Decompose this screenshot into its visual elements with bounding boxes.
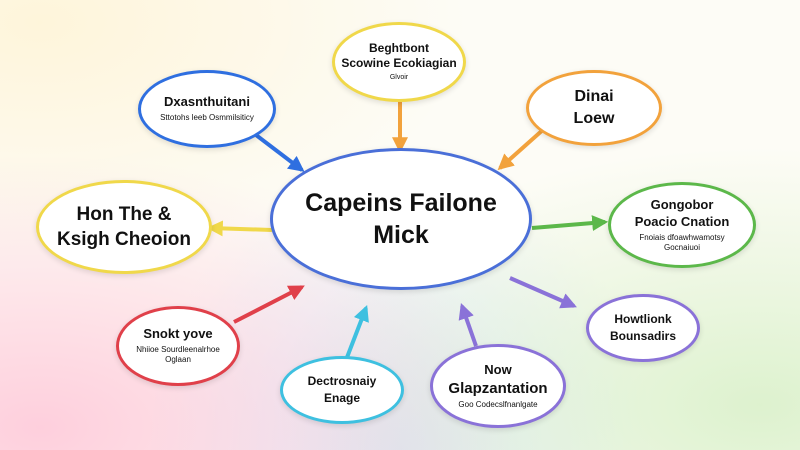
node-right-lower-subtitle: Bounsadirs <box>609 328 676 343</box>
node-right[interactable]: Gongobor Poacio Cnation Fnoiais dfoawhwa… <box>608 182 756 268</box>
node-top-left-subtitle: Sttotohs leeb Osmmilsiticy <box>160 113 254 123</box>
arrow-top-right-to-center <box>497 126 547 171</box>
arrow-top-left-to-center <box>250 130 305 172</box>
node-bottom-right-center[interactable]: Now Glapzantation Goo Codecslfnanlgate <box>430 344 566 428</box>
node-top-left[interactable]: Dxasnthuitani Sttotohs leeb Osmmilsiticy <box>138 70 276 148</box>
node-bottom-center[interactable]: Dectrosnaiy Enage <box>280 356 404 424</box>
node-top-left-title: Dxasnthuitani <box>164 94 250 110</box>
node-right-lower[interactable]: Howtlionk Bounsadirs <box>586 294 700 362</box>
arrow-bottom-right-center-to-center <box>458 302 478 347</box>
node-bottom-right-center-subtitle: Glapzantation <box>448 379 548 397</box>
node-left[interactable]: Hon The & Ksigh Cheoion <box>36 180 212 274</box>
node-top[interactable]: Beghtbont Scowine Ecokiagian Glvoir <box>332 22 466 102</box>
arrow-center-to-left <box>206 220 273 237</box>
node-right-note2: Gocnaiuoi <box>663 242 701 252</box>
arrow-bottom-left-to-center <box>233 285 305 324</box>
node-bottom-right-center-title: Now <box>484 361 512 377</box>
node-bottom-center-title: Dectrosnaiy <box>307 373 377 388</box>
node-bottom-left[interactable]: Snokt yove Nhiioe Sourdleenalrhoe Oglaan <box>116 306 240 386</box>
arrow-center-to-right-lower <box>509 276 577 309</box>
node-top-right-title: Dinai <box>574 87 614 105</box>
center-title-line1: Capeins Failone <box>305 188 497 217</box>
node-top-right[interactable]: Dinai Loew <box>526 70 662 146</box>
node-bottom-right-center-note: Goo Codecslfnanlgate <box>458 400 538 409</box>
node-right-note1: Fnoiais dfoawhwamotsy <box>639 232 725 242</box>
arrow-bottom-center-to-center <box>344 305 369 361</box>
node-bottom-left-subtitle: Nhiioe Sourdleenalrhoe <box>136 345 220 355</box>
node-right-lower-title: Howtlionk <box>614 311 672 326</box>
node-left-title: Hon The & <box>76 203 172 225</box>
node-top-right-subtitle: Loew <box>573 110 615 127</box>
node-right-title: Gongobor <box>650 196 714 212</box>
node-right-subtitle: Poacio Cnation <box>634 213 730 229</box>
node-bottom-left-note: Oglaan <box>165 355 191 365</box>
center-title-line2: Mick <box>373 220 429 249</box>
node-left-subtitle: Ksigh Cheoion <box>56 228 192 250</box>
node-top-subtitle: Scowine Ecokiagian <box>341 56 457 71</box>
node-bottom-center-subtitle: Enage <box>323 390 360 405</box>
node-top-title: Beghtbont <box>369 40 429 55</box>
node-top-note: Glvoir <box>389 74 409 82</box>
center-node[interactable]: Capeins Failone Mick <box>270 148 532 290</box>
arrow-center-to-right <box>531 215 609 232</box>
node-bottom-left-title: Snokt yove <box>143 326 213 342</box>
